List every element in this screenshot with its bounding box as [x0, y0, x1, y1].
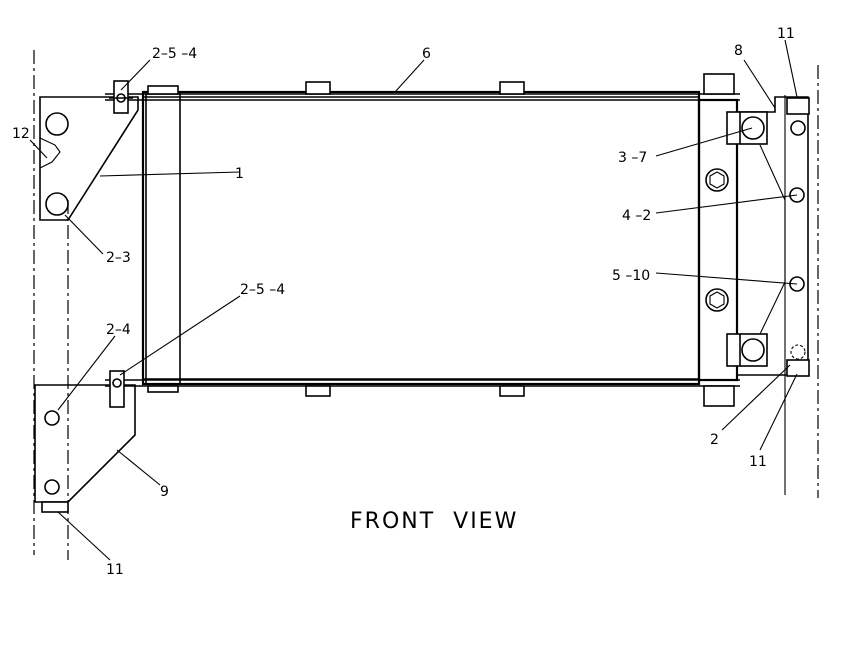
bolt-head-icon: [741, 338, 765, 362]
bottom-tab: [499, 385, 525, 397]
right-tank-outline: [697, 98, 739, 382]
callout-2-5-4-mid: 2–5 –4: [240, 282, 285, 298]
callout-2-3: 2–3: [106, 250, 131, 266]
top-tab: [305, 81, 331, 95]
bottom-tab: [147, 385, 179, 393]
mid-left-bolt: [109, 370, 125, 408]
callout-3-7: 3 –7: [618, 150, 647, 166]
lower-clamp: [726, 333, 768, 367]
top-left-bolt: [109, 80, 133, 114]
upper-clamp: [726, 111, 768, 145]
callout-11-bottom-left: 11: [106, 562, 124, 578]
bolt-head-icon: [741, 116, 765, 140]
callout-5-10: 5 –10: [612, 268, 650, 284]
callout-6: 6: [422, 46, 431, 62]
callout-9: 9: [160, 484, 169, 500]
radiator-core: [105, 73, 740, 407]
bolt-head-icon: [45, 112, 69, 136]
notch: [39, 137, 61, 169]
callout-11-bottom-right: 11: [749, 454, 767, 470]
core-outline: [141, 90, 701, 386]
mount-hole-icon: [44, 479, 60, 495]
bolt-head-icon: [45, 192, 69, 216]
callout-4-2: 4 –2: [622, 208, 651, 224]
mount-hole-icon: [44, 410, 60, 426]
callout-8: 8: [734, 43, 743, 59]
top-tab: [703, 73, 735, 95]
callout-1: 1: [235, 166, 244, 182]
mount-hole-icon: [789, 187, 805, 203]
right-bracket: [726, 96, 810, 377]
top-tab: [499, 81, 525, 95]
bottom-tab: [703, 385, 735, 407]
view-title: FRONT VIEW: [350, 509, 518, 534]
top-tab: [147, 85, 179, 95]
hex-plug-icon: [705, 288, 729, 312]
right-side-tank: [697, 98, 739, 382]
callout-2-right: 2: [710, 432, 719, 448]
bottom-tab: [305, 385, 331, 397]
mount-hole-icon: [790, 120, 806, 136]
bottom-strip: [786, 359, 810, 377]
top-strip: [786, 97, 810, 115]
callout-2-5-4-top: 2–5 –4: [152, 46, 197, 62]
hex-plug-icon: [705, 168, 729, 192]
callout-2-4: 2–4: [106, 322, 131, 338]
left-upper-bracket: [39, 96, 139, 221]
mount-hole-hidden-icon: [790, 344, 806, 360]
leader-lines: [29, 39, 798, 561]
callout-12: 12: [12, 126, 30, 142]
bottom-strip: [41, 501, 69, 513]
callout-11-top: 11: [777, 26, 795, 42]
